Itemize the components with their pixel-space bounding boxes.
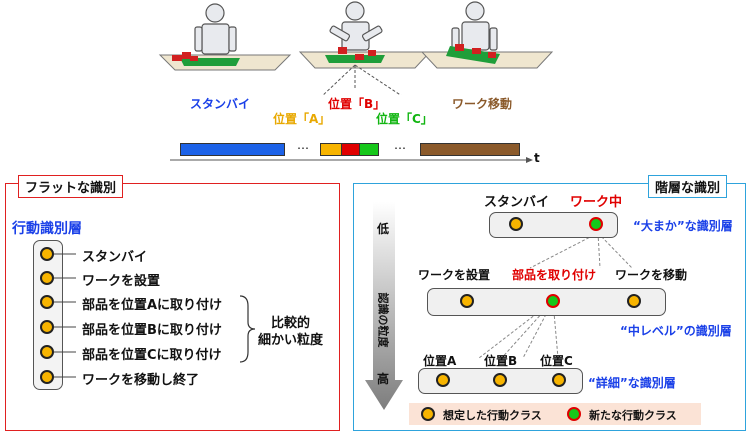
granularity-note: 比較的 細かい粒度 <box>258 316 324 348</box>
flat-node-pos-c <box>40 345 54 359</box>
flat-node-standby <box>40 247 54 261</box>
work-move-label: ワーク移動 <box>452 97 513 111</box>
hier-top-standby: スタンバイ <box>484 195 550 210</box>
mid-node-attach <box>546 294 560 308</box>
flat-panel-title: フラットな識別 <box>18 175 124 198</box>
flat-connectors <box>54 253 76 378</box>
timeline-segment-move <box>420 143 520 156</box>
hier-low-b: 位置B <box>484 354 518 368</box>
granularity-arrow <box>365 202 403 410</box>
low-node-a <box>436 373 450 387</box>
flat-node-pos-b <box>40 320 54 334</box>
standby-label: スタンバイ <box>190 97 251 111</box>
flat-item-pos-a: 部品を位置Aに取り付け <box>82 298 223 313</box>
legend-new-swatch <box>567 407 581 421</box>
hier-top-work: ワーク中 <box>570 195 623 210</box>
flat-item-standby: スタンバイ <box>82 250 148 265</box>
position-a-label: 位置「A」 <box>273 112 331 126</box>
hier-mid-place: ワークを設置 <box>418 268 491 282</box>
time-axis-label: t <box>534 151 540 165</box>
flat-item-move: ワークを移動し終了 <box>82 373 200 388</box>
granularity-high-label: 高 <box>377 372 390 386</box>
top-node-work <box>589 217 603 231</box>
flat-node-pos-a <box>40 295 54 309</box>
hierarchical-panel-title: 階層な識別 <box>648 175 728 198</box>
timeline: … … t <box>170 135 550 165</box>
flat-layer-box <box>33 240 63 390</box>
hier-low-a: 位置A <box>423 354 457 368</box>
top-layer-label: “大まか”な識別層 <box>633 219 733 233</box>
mid-node-place <box>460 294 474 308</box>
flat-item-pos-c: 部品を位置Cに取り付け <box>82 348 222 363</box>
flat-node-place <box>40 271 54 285</box>
flat-item-pos-b: 部品を位置Bに取り付け <box>82 323 222 338</box>
low-node-c <box>552 373 566 387</box>
mid-layer-label: “中レベル”の識別層 <box>620 324 732 338</box>
legend-new-label: 新たな行動クラス <box>589 409 677 422</box>
position-b-label: 位置「B」 <box>328 97 386 111</box>
worker-figure-standby <box>158 3 292 71</box>
hier-low-c: 位置C <box>540 354 573 368</box>
workers-scene <box>150 0 590 99</box>
legend-assumed-label: 想定した行動クラス <box>443 409 542 422</box>
hierarchical-recognition-panel <box>353 183 746 431</box>
flat-item-place: ワークを設置 <box>82 274 161 289</box>
hier-mid-move: ワークを移動 <box>615 268 688 282</box>
low-layer-label: “詳細”な識別層 <box>588 376 676 390</box>
action-layer-title: 行動識別層 <box>12 221 82 237</box>
timeline-ellipsis-2: … <box>394 138 406 152</box>
flat-recognition-panel <box>5 183 340 431</box>
flat-node-move <box>40 370 54 384</box>
legend: 想定した行動クラス 新たな行動クラス <box>409 403 701 425</box>
mid-node-move <box>627 294 641 308</box>
low-node-b <box>493 373 507 387</box>
legend-assumed-swatch <box>421 407 435 421</box>
top-node-standby <box>509 217 523 231</box>
granularity-low-label: 低 <box>377 222 390 236</box>
flat-brace <box>239 295 256 363</box>
hier-mid-attach: 部品を取り付け <box>512 268 597 282</box>
timeline-segment-c <box>359 143 379 156</box>
worker-figure-attaching <box>298 1 432 69</box>
timeline-segment-standby <box>180 143 285 156</box>
worker-figure-moving <box>420 1 554 69</box>
timeline-ellipsis-1: … <box>297 138 309 152</box>
position-c-label: 位置「C」 <box>376 112 433 126</box>
